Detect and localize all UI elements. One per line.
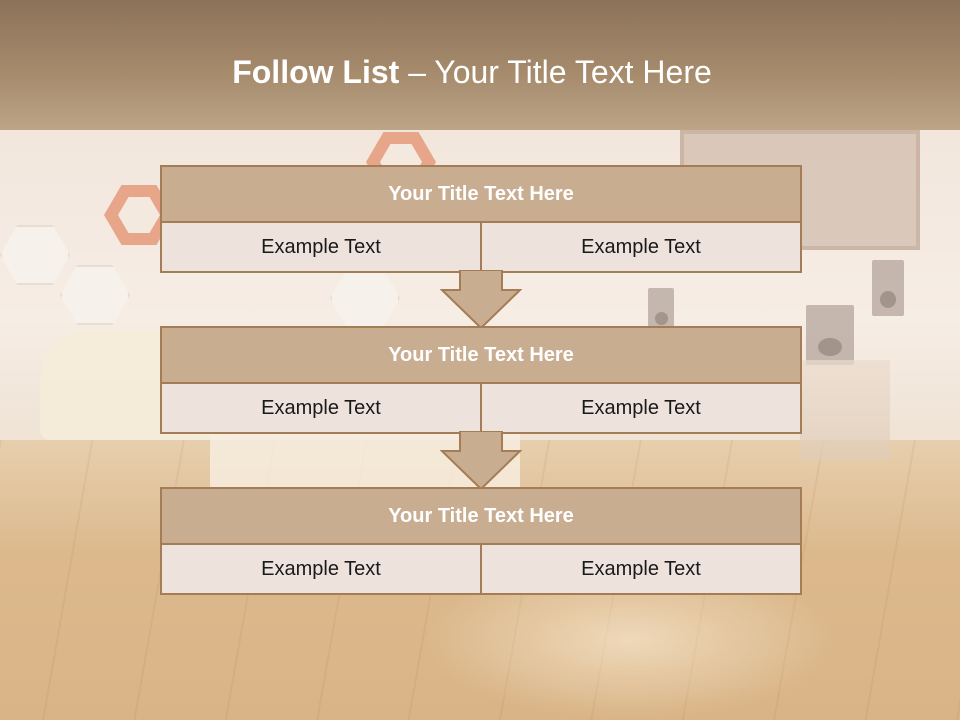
slide-title: Follow List – Your Title Text Here bbox=[0, 54, 944, 91]
block-cell-left: Example Text bbox=[160, 382, 482, 434]
slide-title-rest: – Your Title Text Here bbox=[399, 54, 712, 90]
list-block-1: Your Title Text Here Example Text Exampl… bbox=[160, 165, 802, 273]
block-row: Example Text Example Text bbox=[160, 543, 802, 595]
down-arrow-icon bbox=[440, 431, 522, 491]
block-cell-left: Example Text bbox=[160, 221, 482, 273]
wall-hexagon bbox=[0, 225, 70, 285]
block-cell-right: Example Text bbox=[482, 221, 802, 273]
speaker bbox=[872, 260, 904, 316]
title-band bbox=[0, 0, 960, 130]
list-block-2: Your Title Text Here Example Text Exampl… bbox=[160, 326, 802, 434]
list-block-3: Your Title Text Here Example Text Exampl… bbox=[160, 487, 802, 595]
slide-title-bold: Follow List bbox=[232, 54, 400, 90]
block-cell-left: Example Text bbox=[160, 543, 482, 595]
down-arrow-icon bbox=[440, 270, 522, 330]
block-row: Example Text Example Text bbox=[160, 382, 802, 434]
block-cell-right: Example Text bbox=[482, 382, 802, 434]
block-cell-right: Example Text bbox=[482, 543, 802, 595]
block-row: Example Text Example Text bbox=[160, 221, 802, 273]
speaker bbox=[806, 305, 854, 365]
block-heading: Your Title Text Here bbox=[160, 326, 802, 384]
media-stand bbox=[800, 360, 890, 460]
speaker bbox=[648, 288, 674, 332]
block-heading: Your Title Text Here bbox=[160, 165, 802, 223]
block-heading: Your Title Text Here bbox=[160, 487, 802, 545]
